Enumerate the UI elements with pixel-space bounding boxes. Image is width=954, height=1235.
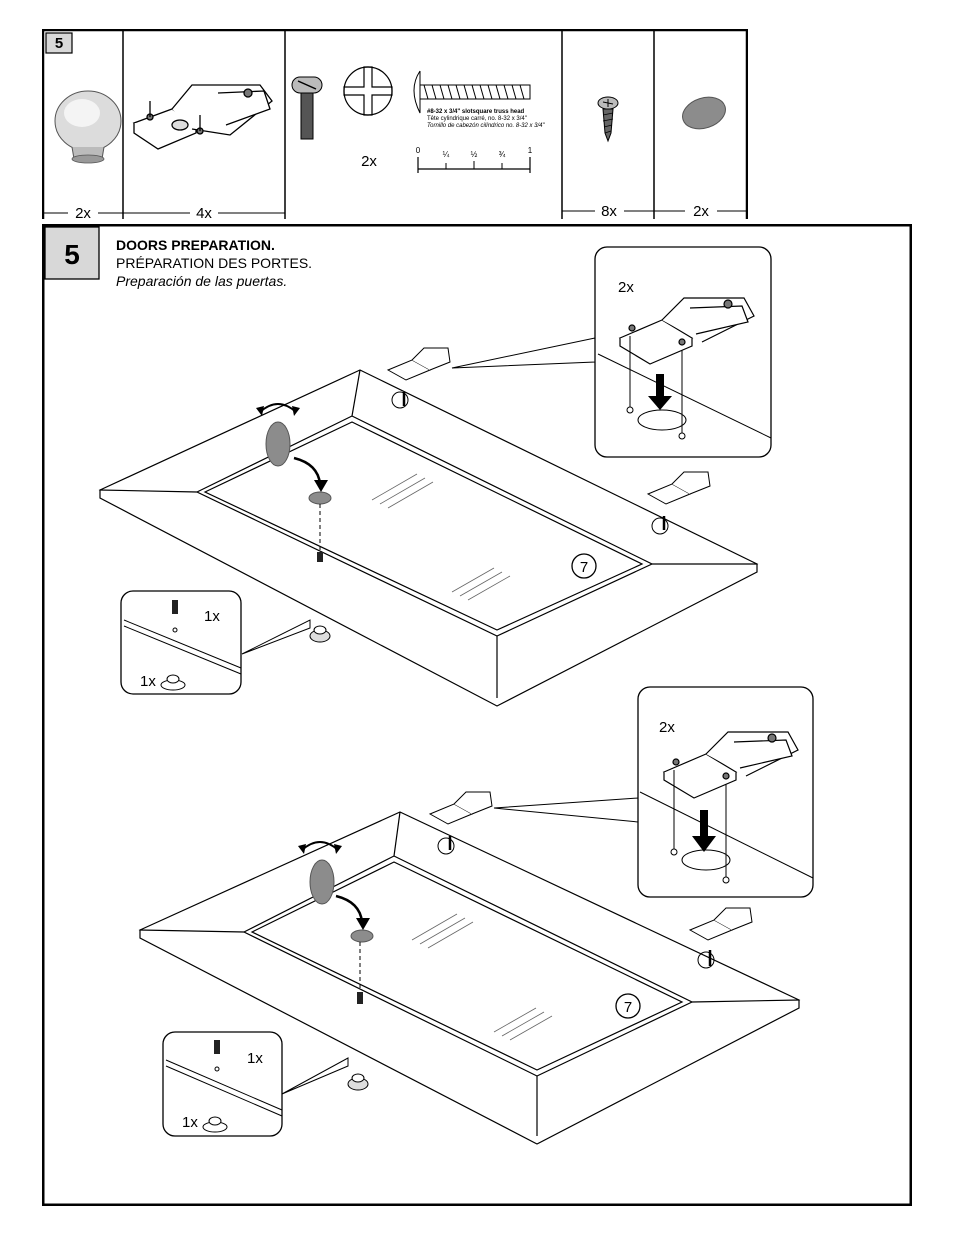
part-ref-bottom: 7 — [616, 994, 640, 1018]
parts-step-badge: 5 — [46, 33, 72, 53]
svg-text:8x: 8x — [601, 203, 617, 219]
ruler-tick-0: 0 — [416, 146, 421, 155]
step-title-es: Preparación de las puertas. — [116, 273, 287, 289]
svg-text:4x: 4x — [196, 205, 212, 219]
hinge-icon — [134, 85, 272, 149]
step-badge: 5 — [45, 227, 99, 279]
svg-text:2x: 2x — [75, 205, 91, 219]
svg-text:1x: 1x — [140, 673, 156, 690]
parts-table: 5 2x 4x — [42, 29, 748, 219]
svg-text:2x: 2x — [693, 203, 709, 219]
felt-pad-icon — [678, 92, 729, 134]
inch-ruler: 0 ¼ ½ ¾ 1 — [416, 146, 533, 173]
svg-text:7: 7 — [624, 999, 632, 1016]
ruler-tick-4: 1 — [528, 146, 533, 155]
svg-text:5: 5 — [55, 35, 63, 52]
truss-screw-icon — [292, 77, 322, 139]
ruler-tick-2: ½ — [471, 150, 478, 159]
step-title-fr: PRÉPARATION DES PORTES. — [116, 255, 312, 271]
svg-text:1x: 1x — [204, 608, 220, 625]
svg-text:1x: 1x — [247, 1050, 263, 1067]
knob-top — [310, 626, 330, 642]
quantity-wood-screw: 8x — [562, 203, 654, 219]
knob-bottom — [348, 1074, 368, 1090]
svg-text:2x: 2x — [618, 279, 634, 296]
step-title-en: DOORS PREPARATION. — [116, 237, 275, 253]
quantity-truss-screw: 2x — [361, 153, 377, 170]
quantity-knob: 2x — [42, 205, 123, 219]
quantity-hinge: 4x — [123, 205, 285, 219]
screw-spec-fr: Tête cylindrique carré, no. 8-32 x 3/4" — [427, 116, 527, 122]
screw-spec-en: #8-32 x 3/4" slotsquare truss head — [427, 109, 525, 115]
screw-spec-es: Tornillo de cabezón cilíndrico no. 8-32 … — [427, 123, 546, 129]
zoom-knob-bottom: 1x 1x — [163, 1032, 282, 1136]
screw-head-top-icon — [344, 67, 392, 115]
wood-screw-icon — [598, 97, 618, 141]
ruler-tick-3: ¾ — [499, 150, 506, 159]
zoom-hinge-bottom: 2x — [638, 687, 813, 897]
svg-text:5: 5 — [64, 239, 80, 270]
svg-text:7: 7 — [580, 559, 588, 576]
quantity-felt-pad: 2x — [654, 203, 748, 219]
screw-profile-icon — [414, 71, 530, 113]
part-ref-top: 7 — [572, 554, 596, 578]
svg-text:1x: 1x — [182, 1114, 198, 1131]
knob-icon — [55, 91, 121, 163]
ruler-tick-1: ¼ — [443, 150, 450, 159]
svg-text:2x: 2x — [659, 719, 675, 736]
zoom-hinge-top: 2x — [595, 247, 771, 457]
zoom-knob-top: 1x 1x — [121, 591, 241, 694]
step-panel: 5 DOORS PREPARATION. PRÉPARATION DES POR… — [42, 224, 912, 1206]
